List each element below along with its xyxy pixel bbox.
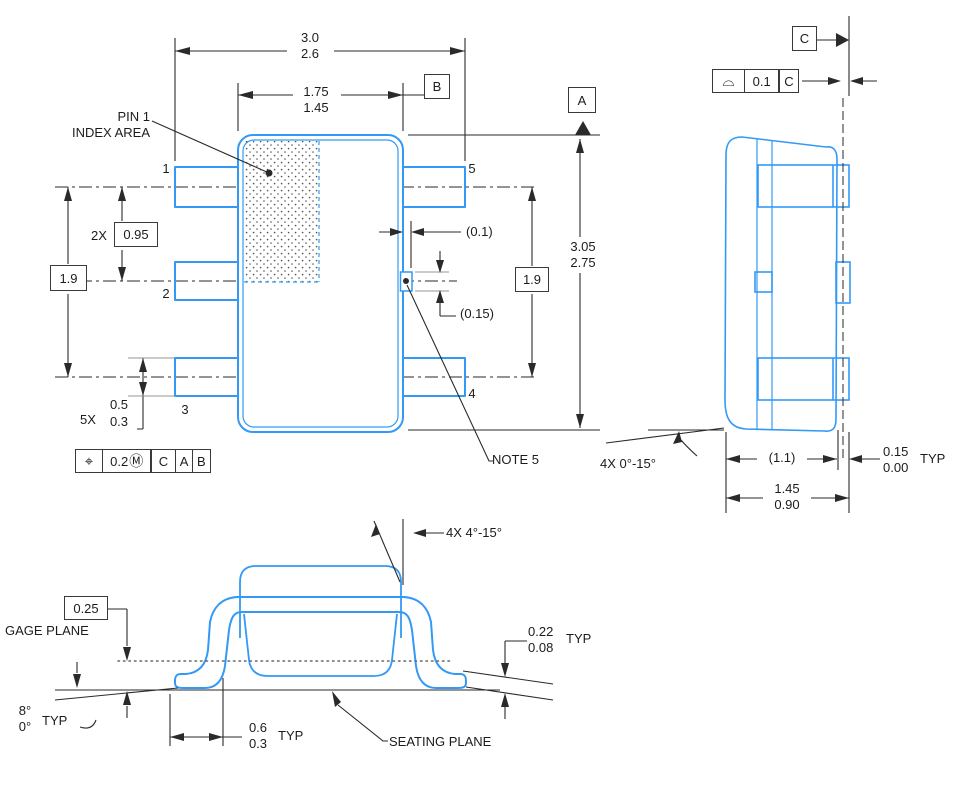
dim-gage-offset: 0.25: [64, 596, 108, 620]
dim-width-min: 2.6: [300, 46, 320, 61]
dim-foot-angle-max: 8°: [18, 703, 32, 718]
pin-number-3: 3: [181, 402, 189, 417]
note5-leader-dot: [403, 278, 409, 284]
dim-tip-suffix: TYP: [920, 451, 946, 466]
dim-thickness-min: 0.08: [528, 640, 554, 655]
position-tolerance-icon: ⌖: [84, 451, 94, 470]
dim-height-max: 3.05: [570, 239, 596, 254]
top-view-extension-lines: [128, 271, 449, 397]
position-datum-3: B: [191, 449, 211, 473]
top-view-linework: [55, 38, 600, 462]
dim-thickness-max: 0.22: [528, 624, 554, 639]
dim-width-max: 3.0: [300, 30, 320, 45]
profile-tolerance-value: 0.1: [743, 69, 780, 93]
dim-foot-len-min: 0.3: [248, 736, 268, 751]
dim-lead-span-min: 1.45: [303, 100, 329, 115]
top-view-arrowheads: [64, 47, 591, 428]
dim-tip-max: 0.15: [883, 444, 909, 459]
dim-lead-width-max: 0.5: [109, 397, 129, 412]
front-view-arrowheads: [73, 524, 509, 741]
dim-tip-min: 0.00: [883, 460, 909, 475]
mmc-modifier-icon: Ⓜ: [129, 454, 144, 470]
dim-span-left: 1.9: [50, 265, 87, 291]
surface-profile-icon: ⌓: [722, 71, 735, 90]
profile-feature-control-frame: ⌓ 0.1 C: [712, 69, 800, 93]
side-view-linework: [605, 16, 880, 513]
dim-foot-angle-suffix: TYP: [42, 713, 68, 728]
position-tolerance-value: 0.2: [110, 453, 129, 469]
pin1-index-label-line1: PIN 1: [117, 109, 150, 124]
dim-body-foot: (1.1): [768, 450, 796, 465]
dim-pitch-qty: 2X: [91, 228, 107, 243]
front-view-linework: [54, 519, 554, 746]
position-datum-1: C: [150, 449, 177, 473]
dim-lead-width-qty: 5X: [80, 412, 96, 427]
package-body: [237, 134, 413, 433]
dim-lead-span-max: 1.75: [303, 84, 329, 99]
dim-feature: (0.15): [460, 306, 494, 321]
dim-span-right: 1.9: [515, 267, 549, 292]
side-view-dimension-lines: [605, 16, 880, 513]
note5-label: NOTE 5: [492, 452, 539, 467]
front-body-bottom-outline: [243, 613, 398, 677]
datum-c-label: C: [792, 26, 817, 51]
profile-datum: C: [778, 69, 800, 93]
pin-number-1: 1: [162, 161, 170, 176]
side-body-outline: [724, 136, 838, 432]
front-view-dimension-lines: [54, 519, 554, 746]
pin-number-4: 4: [468, 386, 476, 401]
datum-b-label: B: [424, 74, 450, 99]
seating-plane-label: SEATING PLANE: [389, 734, 492, 749]
dim-lead-width-min: 0.3: [109, 414, 129, 429]
position-datum-2: A: [175, 449, 194, 473]
gage-plane-label: GAGE PLANE: [5, 623, 89, 638]
dim-foot-len-max: 0.6: [248, 720, 268, 735]
dim-foot-span-min: 0.90: [774, 497, 800, 512]
dim-foot-span-max: 1.45: [774, 481, 800, 496]
side-leads: [754, 164, 851, 401]
datum-a-triangle: [575, 121, 591, 135]
pin1-index-label-line2: INDEX AREA: [71, 125, 150, 140]
dim-foot-len-suffix: TYP: [278, 728, 304, 743]
dim-body-clearance: (0.1): [466, 224, 493, 239]
pin1-index-hatch: [244, 141, 319, 282]
dim-foot-angle-min: 0°: [18, 719, 32, 734]
dim-height-min: 2.75: [570, 255, 596, 270]
datum-a-label: A: [568, 87, 596, 113]
front-body-top-outline: [239, 565, 402, 638]
pin1-leader-dot: [265, 169, 273, 177]
pin-number-2: 2: [162, 286, 170, 301]
dim-pitch-value: 0.95: [114, 222, 158, 247]
side-view-arrowheads: [673, 33, 863, 502]
pin-number-5: 5: [468, 161, 476, 176]
front-leads-outline: [174, 596, 467, 689]
dim-thickness-suffix: TYP: [566, 631, 592, 646]
datum-c-triangle: [836, 33, 849, 47]
dim-draft-angle: 4X 0°-15°: [600, 456, 656, 471]
dim-lead-angle: 4X 4°-15°: [446, 525, 502, 540]
